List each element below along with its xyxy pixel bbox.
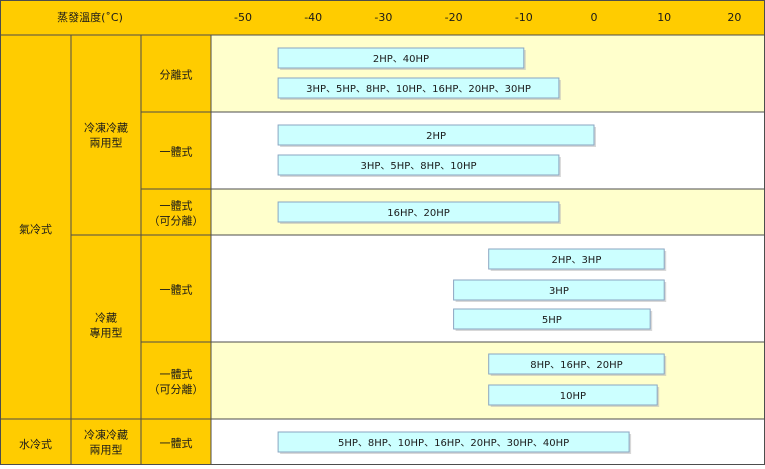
range-bar: 16HP、20HP xyxy=(278,202,561,224)
x-tick-label: -10 xyxy=(515,11,533,24)
bar-label: 2HP xyxy=(426,131,446,142)
row-band xyxy=(211,112,765,189)
x-tick-label: -20 xyxy=(445,11,463,24)
bar-label: 3HP xyxy=(549,286,569,297)
bar-label: 10HP xyxy=(560,391,586,402)
bar-label: 16HP、20HP xyxy=(387,208,450,219)
bar-label: 3HP、5HP、8HP、10HP xyxy=(360,161,476,172)
x-tick-label: 0 xyxy=(591,11,598,24)
category-columns: 氣冷式水冷式冷凍冷藏兩用型冷藏專用型冷凍冷藏兩用型分離式一體式一體式（可分離）一… xyxy=(0,35,211,465)
x-tick-label: -30 xyxy=(374,11,392,24)
category-background xyxy=(0,35,211,465)
type-label: 一體式 xyxy=(160,437,193,450)
row-band xyxy=(211,35,765,112)
range-bar: 5HP xyxy=(454,309,653,331)
x-tick-label: 20 xyxy=(727,11,741,24)
range-bar: 2HP、3HP xyxy=(489,249,667,271)
range-bar: 2HP xyxy=(278,125,596,147)
range-bar: 2HP、40HP xyxy=(278,48,526,70)
range-bar: 3HP xyxy=(454,280,667,302)
range-bar: 3HP、5HP、8HP、10HP、16HP、20HP、30HP xyxy=(278,78,561,100)
axis-header: 蒸發溫度(˚C) xyxy=(57,10,123,24)
group-label: 氣冷式 xyxy=(19,222,52,236)
range-bar: 10HP xyxy=(489,385,659,407)
range-bar: 8HP、16HP、20HP xyxy=(489,354,667,376)
bar-label: 5HP、8HP、10HP、16HP、20HP、30HP、40HP xyxy=(338,438,569,449)
range-bar: 3HP、5HP、8HP、10HP xyxy=(278,155,561,177)
range-bar: 5HP、8HP、10HP、16HP、20HP、30HP、40HP xyxy=(278,432,631,454)
bar-label: 8HP、16HP、20HP xyxy=(530,360,622,371)
bar-label: 2HP、40HP xyxy=(373,54,429,65)
x-tick-label: 10 xyxy=(657,11,671,24)
x-tick-label: -50 xyxy=(234,11,252,24)
bar-label: 2HP、3HP xyxy=(552,255,602,266)
group-label: 水冷式 xyxy=(19,438,52,451)
bar-label: 5HP xyxy=(542,315,562,326)
type-label: 一體式 xyxy=(160,146,193,159)
row-band xyxy=(211,342,765,419)
axis-title: 蒸發溫度(˚C) xyxy=(57,10,123,24)
x-tick-label: -40 xyxy=(304,11,322,24)
type-label: 分離式 xyxy=(160,68,193,82)
type-label: 一體式 xyxy=(160,284,193,297)
bar-label: 3HP、5HP、8HP、10HP、16HP、20HP、30HP xyxy=(306,84,531,95)
